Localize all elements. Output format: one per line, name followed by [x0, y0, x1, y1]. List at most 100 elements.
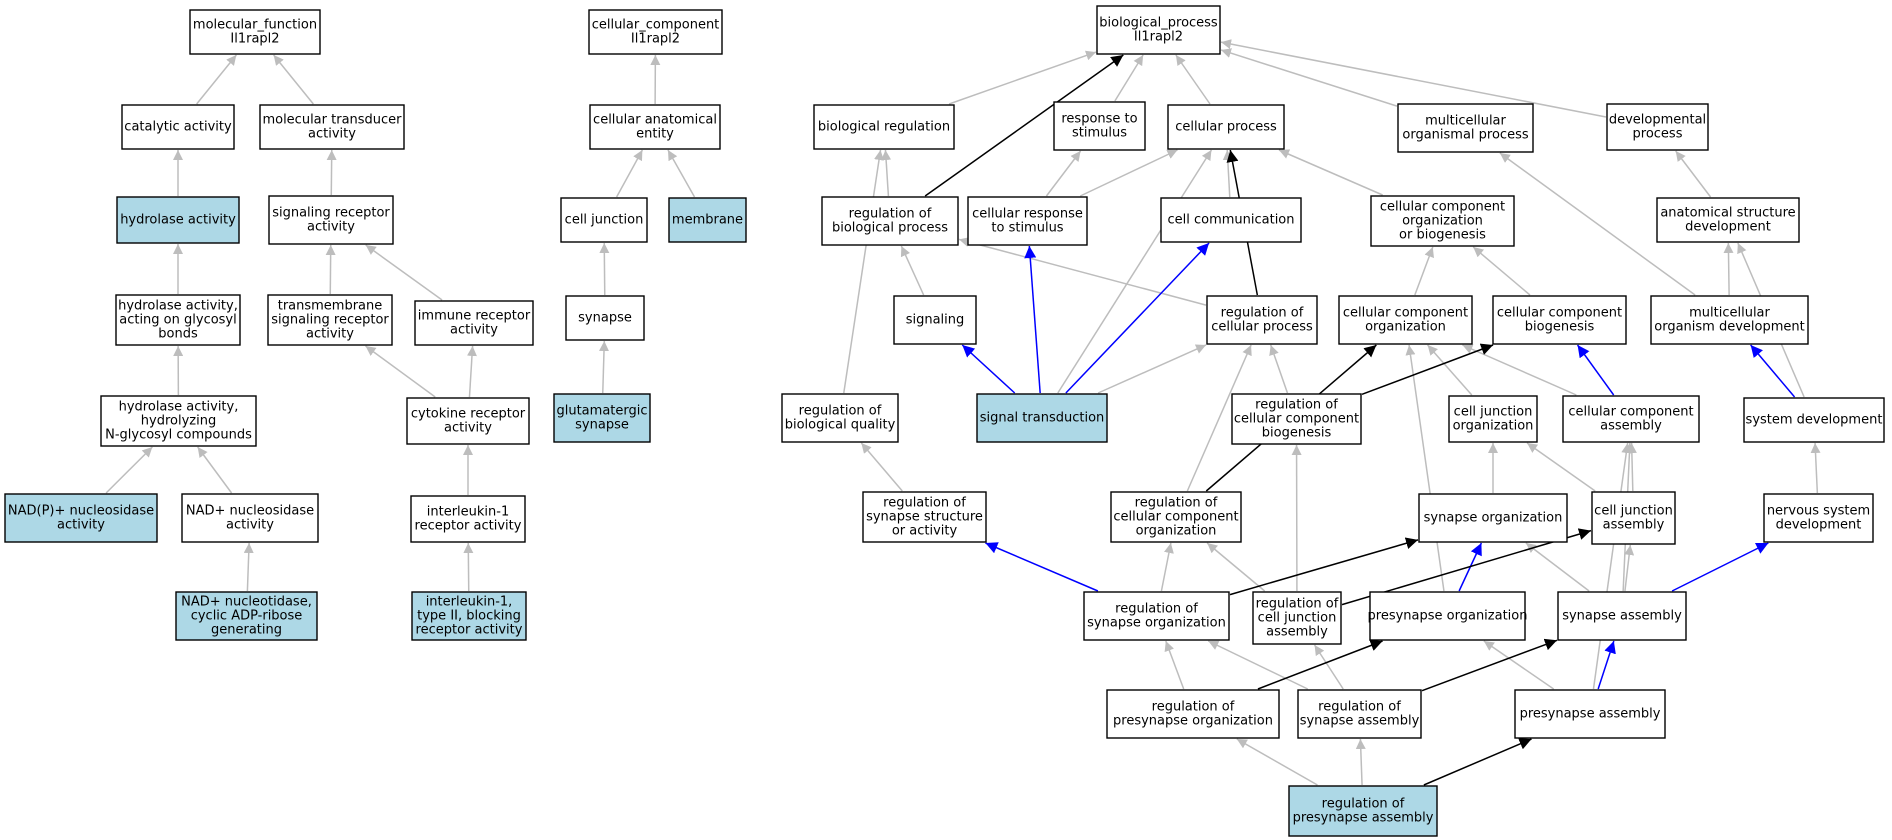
edge-cco-ccob: [1414, 246, 1434, 296]
edge-rcco-rcp: [1186, 344, 1252, 492]
node-hnglyc[interactable]: hydrolase activity,hydrolyzingN-glycosyl…: [100, 395, 257, 447]
node-label-line: cytokine receptor: [411, 407, 526, 422]
node-breg[interactable]: biological regulation: [813, 104, 955, 150]
node-label-line: hydrolyzing: [141, 414, 216, 429]
edge-ccom-cp: [1222, 149, 1233, 198]
node-nadcyc[interactable]: NAD+ nucleotidase,cyclic ADP-ribosegener…: [175, 591, 318, 641]
node-box: [1743, 397, 1885, 443]
node-pa[interactable]: presynapse assembly: [1514, 689, 1666, 739]
node-box: [1763, 493, 1874, 543]
node-box: [976, 393, 1108, 443]
node-label-line: cell junction: [1594, 504, 1673, 519]
node-label-line: organism development: [1654, 320, 1804, 335]
node-box: [1370, 195, 1515, 247]
node-label-line: assembly: [1266, 625, 1328, 640]
node-sd[interactable]: system development: [1743, 397, 1885, 443]
edge-dp-bp: [1220, 39, 1607, 118]
node-label-line: membrane: [672, 213, 743, 228]
edge-rso-rssa: [985, 542, 1099, 592]
node-st[interactable]: signal transduction: [976, 393, 1108, 443]
node-label-line: activity: [450, 323, 498, 338]
node-box: [1252, 591, 1342, 645]
node-so[interactable]: synapse organization: [1418, 493, 1568, 543]
node-label-line: biological quality: [785, 418, 896, 433]
node-label-line: regulation of: [1152, 700, 1235, 715]
node-il1t2[interactable]: interleukin-1,type II, blockingreceptor …: [411, 591, 527, 641]
node-cj[interactable]: cell junction: [560, 197, 648, 243]
edge-cca-ccb: [1576, 344, 1615, 396]
node-hyd[interactable]: hydrolase activity: [116, 196, 240, 244]
node-sa[interactable]: synapse assembly: [1557, 591, 1687, 641]
node-label-line: regulation of: [799, 404, 882, 419]
node-box: [189, 9, 321, 55]
node-mem[interactable]: membrane: [668, 197, 747, 243]
node-label-line: NAD+ nucleosidase: [186, 504, 314, 519]
edge-rsa-rso: [1207, 640, 1309, 690]
node-cp[interactable]: cellular process: [1167, 104, 1285, 150]
node-label-line: hydrolase activity: [120, 213, 236, 228]
edge-sa-nsd: [1671, 542, 1769, 592]
edge-pa-sa: [1597, 640, 1616, 690]
node-label-line: type II, blocking: [417, 609, 521, 624]
node-label-line: bonds: [158, 327, 198, 342]
node-hglyc[interactable]: hydrolase activity,acting on glycosylbon…: [115, 294, 241, 346]
node-label-line: nervous system: [1767, 504, 1870, 519]
node-label-line: or biogenesis: [1399, 228, 1486, 243]
node-label-line: cellular process: [1175, 120, 1277, 135]
node-box: [821, 196, 959, 246]
node-label-line: cell communication: [1167, 213, 1294, 228]
node-syn[interactable]: synapse: [565, 295, 645, 341]
node-box: [588, 9, 723, 55]
node-ccom[interactable]: cell communication: [1160, 197, 1302, 243]
edge-rso-so: [1229, 537, 1419, 596]
node-label-line: synapse: [575, 418, 629, 433]
node-label-line: hydrolase activity,: [118, 299, 238, 314]
node-box: [1288, 785, 1438, 837]
node-pso[interactable]: presynapse organization: [1368, 591, 1528, 641]
node-label-line: regulation of: [1322, 797, 1405, 812]
node-label-line: regulation of: [1256, 597, 1339, 612]
node-sig[interactable]: signaling: [893, 295, 977, 345]
edge-ccob-cp: [1278, 149, 1383, 196]
node-cat[interactable]: catalytic activity: [121, 104, 235, 150]
node-label-line: multicellular: [1689, 306, 1770, 321]
node-label-line: cellular_component: [592, 18, 720, 33]
